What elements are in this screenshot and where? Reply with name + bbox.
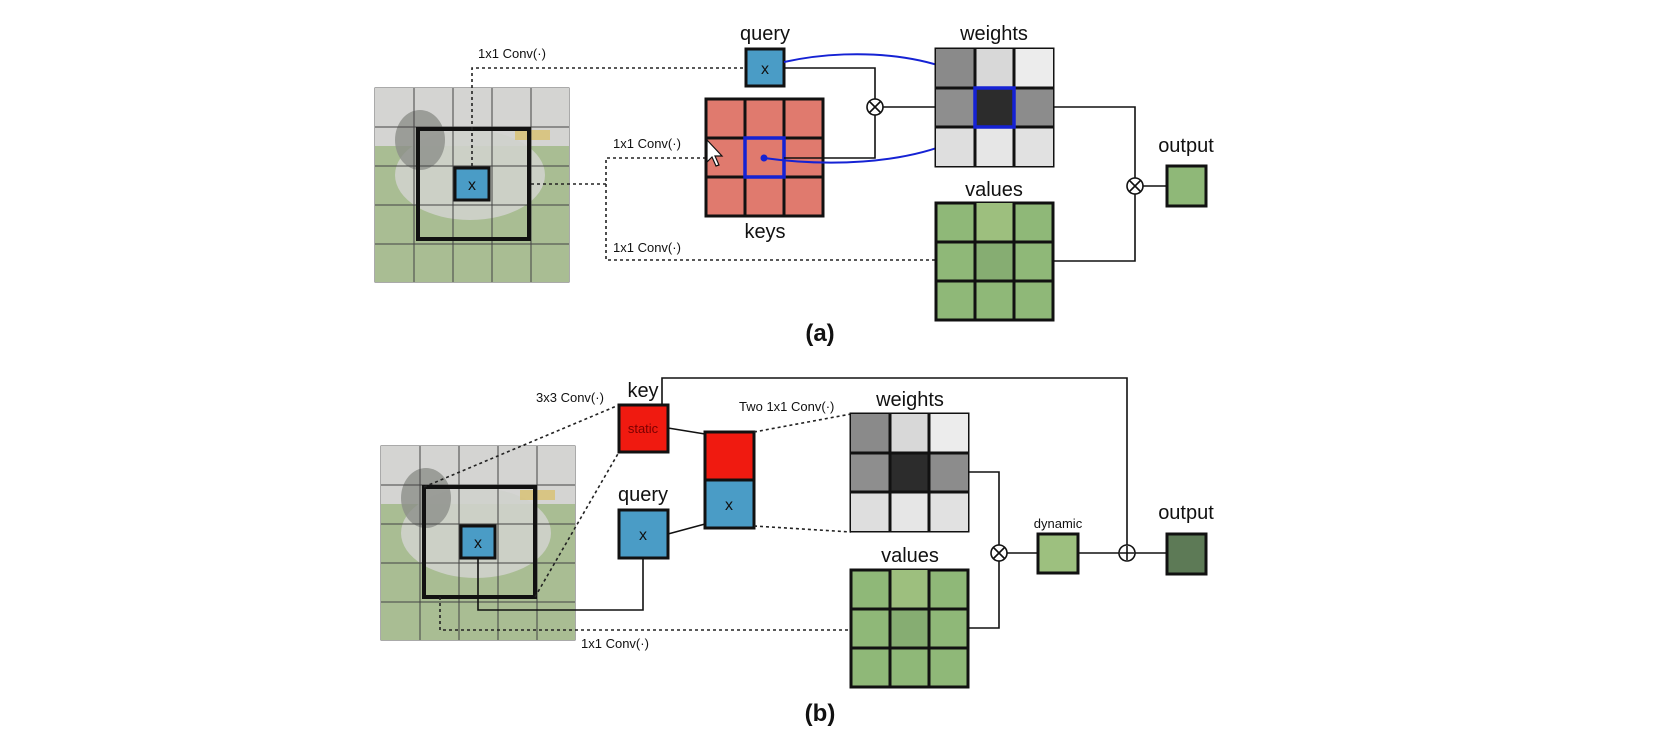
output-label-a: output [1158,135,1214,157]
key-conv-paths-b [423,404,851,631]
panel-b: x 3x3 Conv(·) 1x1 Conv(·) key static que… [380,377,1214,727]
neighborhood-box-b [422,485,537,599]
conv-keys-label-a: 1x1 Conv(·) [613,136,681,151]
dynamic-pixel [1036,532,1080,575]
concat-connectors-b [667,427,706,535]
weights-grid-a [934,47,1055,168]
center-x-b: x [474,535,482,552]
conv-query-label-a: 1x1 Conv(·) [478,46,546,61]
input-image-a: x [374,87,570,283]
input-image-b: x [380,445,576,641]
query-label-a: query [740,23,790,45]
caption-a: (a) [805,320,834,347]
concat-x: x [725,497,733,514]
conv-values-label-a: 1x1 Conv(·) [613,240,681,255]
dynamic-label: dynamic [1034,516,1083,531]
query-x-b: x [639,527,647,544]
values-grid-b [849,568,970,689]
center-pixel-b [459,524,497,560]
weights-grid-b [849,412,970,533]
conv-values-label-b: 1x1 Conv(·) [581,636,649,651]
weights-label-a: weights [959,23,1028,45]
key-label-b: key [627,380,658,402]
query-pixel-b [617,508,670,560]
values-grid-a [934,201,1055,322]
query-path-b [477,558,644,611]
output-pixel-b [1165,532,1208,576]
output-label-b: output [1158,502,1214,524]
keys-label-a: keys [744,221,785,243]
concat-key-part [703,430,756,482]
panel-a: x 1x1 Conv(·) 1x1 Conv(·) 1x1 Conv(·) qu… [374,23,1214,347]
weights-label-b: weights [875,389,944,411]
static-label: static [628,421,659,436]
two-conv-paths-b [753,413,852,533]
output-pixel-a [1165,164,1208,208]
query-label-b: query [618,484,668,506]
wv-connectors-a [1053,106,1167,262]
query-x-a: x [761,61,769,78]
values-label-a: values [965,179,1023,201]
caption-b: (b) [805,700,836,727]
concat-query-part [703,478,756,530]
center-pixel-a [453,166,491,202]
conv-key-label-b: 3x3 Conv(·) [536,390,604,405]
weights-center-highlight [973,86,1016,129]
neighborhood-box-a [416,127,531,241]
conv-paths-a [471,67,935,261]
values-label-b: values [881,545,939,567]
conv-two-label-b: Two 1x1 Conv(·) [739,399,834,414]
mouse-cursor-icon [706,138,724,167]
center-x-a: x [468,177,476,194]
